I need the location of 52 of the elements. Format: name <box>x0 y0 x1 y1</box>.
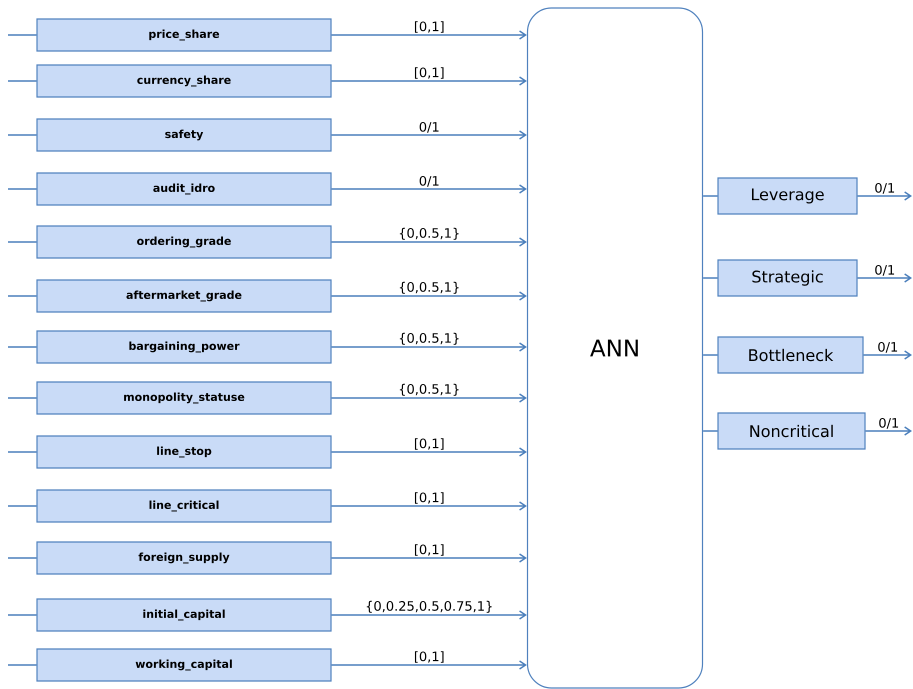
edge-label: {0,0.25,0.5,0.75,1} <box>366 600 492 613</box>
arrow <box>332 447 527 457</box>
arrow <box>332 237 527 247</box>
edge-label: {0,0.5,1} <box>400 332 459 345</box>
output-box: Leverage <box>717 177 858 215</box>
edge-label: 0/1 <box>879 418 898 429</box>
arrow <box>332 610 527 620</box>
arrow <box>332 30 527 40</box>
input-box: ordering_grade <box>36 225 332 259</box>
edge-label: 0/1 <box>875 182 894 194</box>
input-box: line_stop <box>36 435 332 469</box>
input-box: monopolity_statuse <box>36 381 332 415</box>
input-box: price_share <box>36 18 332 52</box>
input-box: initial_capital <box>36 598 332 632</box>
arrow <box>858 191 912 201</box>
input-box: audit_idro <box>36 172 332 206</box>
edge-label: [0,1] <box>414 651 444 663</box>
edge-label: {0,0.5,1} <box>400 282 459 294</box>
edge-label: [0,1] <box>414 492 444 504</box>
arrow <box>332 291 527 301</box>
edge-label: [0,1] <box>414 438 444 450</box>
input-box: line_critical <box>36 489 332 523</box>
edge-label: 0/1 <box>875 264 894 276</box>
input-box: bargaining_power <box>36 330 332 364</box>
edge-label: [0,1] <box>414 544 444 556</box>
input-box: currency_share <box>36 64 332 98</box>
edge-label: [0,1] <box>414 21 444 33</box>
output-box: Strategic <box>717 259 858 297</box>
arrow <box>332 553 527 563</box>
edge-label: 0/1 <box>420 176 439 187</box>
arrow <box>332 184 527 194</box>
arrow <box>332 342 527 352</box>
input-box: aftermarket_grade <box>36 279 332 313</box>
arrow <box>858 273 912 283</box>
network-box: ANN <box>526 7 704 689</box>
edge-label: {0,0.5,1} <box>400 384 459 396</box>
output-box: Noncritical <box>717 412 866 450</box>
arrow <box>332 130 527 140</box>
edge-label: 0/1 <box>878 342 898 353</box>
output-box: Bottleneck <box>717 336 864 374</box>
arrow <box>866 426 912 436</box>
arrow <box>864 350 912 360</box>
arrow <box>332 501 527 511</box>
edge-label: 0/1 <box>420 122 439 133</box>
edge-label: {0,0.5,1} <box>400 228 459 240</box>
input-box: foreign_supply <box>36 541 332 575</box>
arrow <box>332 660 527 670</box>
input-box: safety <box>36 118 332 152</box>
arrow <box>332 76 527 86</box>
edge-label: [0,1] <box>414 67 444 79</box>
arrow <box>332 393 527 403</box>
input-box: working_capital <box>36 648 332 682</box>
